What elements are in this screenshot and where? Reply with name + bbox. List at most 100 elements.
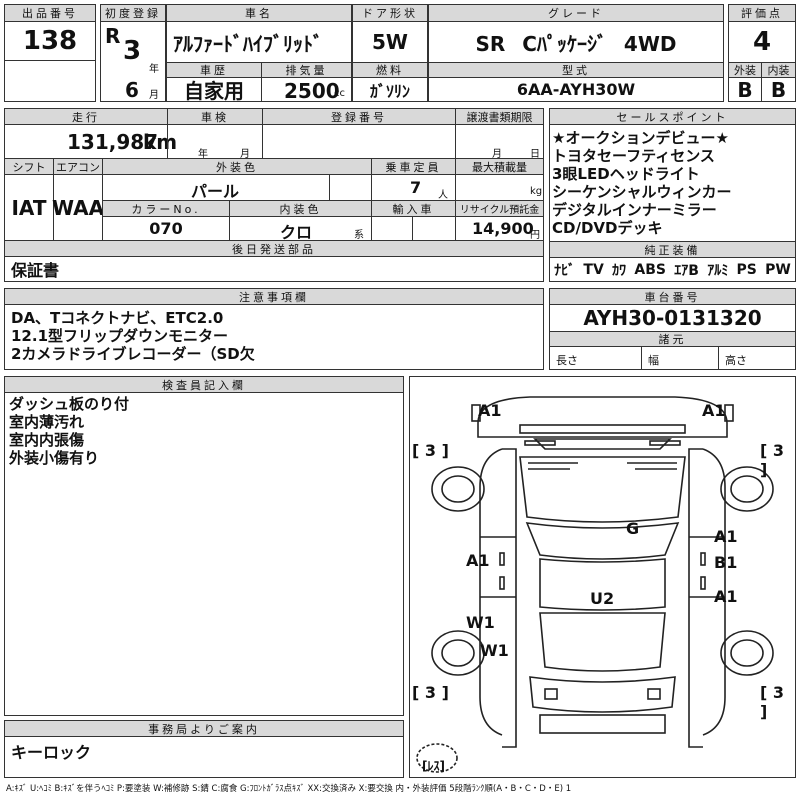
capacity-label: 乗車定員 bbox=[371, 158, 456, 175]
inspection-cell: 年 月 bbox=[167, 124, 263, 160]
sales-line: 3眼LEDヘッドライト bbox=[552, 165, 700, 183]
car-name: ｱﾙﾌｧｰﾄﾞﾊｲﾌﾞﾘｯﾄﾞ bbox=[166, 21, 352, 63]
first-registration-cell: R 3 年 6 月 bbox=[100, 21, 166, 102]
equip-alloy: ｱﾙﾐ bbox=[707, 262, 729, 279]
inspection-year-unit: 年 bbox=[198, 149, 208, 160]
damage-mark: [ 3 ] bbox=[760, 441, 785, 479]
shift: IAT bbox=[4, 174, 54, 241]
lot-number-blank bbox=[4, 60, 96, 102]
standard-equipment-row: ﾅﾋﾞ TV ｶﾜ ABS ｴｱB ｱﾙﾐ PS PW bbox=[549, 257, 796, 282]
history: 自家用 bbox=[166, 77, 262, 103]
lot-number-label: 出品番号 bbox=[4, 4, 96, 22]
height-label: 高さ bbox=[725, 354, 747, 367]
displacement-cell: 2500 cc bbox=[261, 77, 352, 103]
transfer-deadline-label: 譲渡書類期限 bbox=[455, 108, 544, 125]
aircon: WAA bbox=[52, 174, 104, 241]
registration-number bbox=[262, 124, 456, 159]
specs-label: 諸元 bbox=[549, 331, 796, 347]
registration-number-label: 登録番号 bbox=[262, 108, 456, 125]
office-notice: キーロック bbox=[4, 736, 404, 778]
spec-width: 幅 bbox=[641, 346, 719, 370]
notes-line: 12.1型フリップダウンモニター bbox=[11, 327, 229, 345]
notes-line: 2カメラドライブレコーダー（SD欠 bbox=[11, 345, 255, 363]
car-outline bbox=[416, 396, 774, 773]
legend: A:ｷｽﾞ U:ﾍｺﾐ B:ｷｽﾞを伴うﾍｺﾐ P:要塗装 W:補修跡 S:錆 … bbox=[6, 784, 572, 794]
recycle-fee: 14,900 bbox=[472, 219, 534, 238]
equip-abs: ABS bbox=[634, 261, 666, 278]
damage-mark: A1 bbox=[714, 527, 738, 546]
interior-color-label: 内装色 bbox=[229, 200, 372, 217]
chassis-number: AYH30-0131320 bbox=[549, 304, 796, 332]
displacement-label: 排気量 bbox=[261, 62, 352, 78]
fuel: ｶﾞｿﾘﾝ bbox=[352, 77, 428, 102]
inspection-label: 車検 bbox=[167, 108, 263, 125]
damage-mark: U2 bbox=[590, 589, 615, 608]
interior-color: クロ bbox=[280, 223, 313, 242]
model: 6AA-AYH30W bbox=[428, 77, 724, 102]
notes-box: DA、Tコネクトナビ、ETC2.0 12.1型フリップダウンモニター 2カメラド… bbox=[4, 304, 544, 370]
recycle-label: リサイクル預託金 bbox=[455, 200, 544, 217]
width-label: 幅 bbox=[648, 354, 659, 367]
max-load-cell: kg bbox=[455, 174, 544, 201]
length-label: 長さ bbox=[556, 354, 578, 367]
damage-mark: A1 bbox=[702, 401, 726, 420]
equip-ps: PS bbox=[736, 261, 757, 278]
equip-airbag: ｴｱB bbox=[674, 262, 699, 279]
inspector-line: 室内内張傷 bbox=[9, 431, 85, 449]
capacity: 7 bbox=[410, 178, 422, 197]
notes-label: 注意事項欄 bbox=[4, 288, 544, 305]
year: 3 bbox=[123, 36, 142, 66]
shift-label: シフト bbox=[4, 158, 54, 175]
transfer-month-unit: 月 bbox=[492, 149, 502, 160]
recycle-unit: 円 bbox=[530, 230, 540, 241]
month: 6 bbox=[125, 78, 139, 102]
transfer-day-unit: 日 bbox=[530, 149, 540, 160]
spare-tire-mark: [ﾚｽ] bbox=[422, 759, 445, 773]
damage-mark: [ 3 ] bbox=[412, 441, 449, 460]
era: R bbox=[105, 24, 121, 48]
damage-mark: [ 3 ] bbox=[412, 683, 449, 702]
equip-navi: ﾅﾋﾞ bbox=[554, 262, 576, 279]
later-parts: 保証書 bbox=[4, 256, 544, 282]
inspector-line: ダッシュ板のり付 bbox=[9, 395, 130, 413]
cc-unit: cc bbox=[334, 88, 345, 99]
interior-color-unit: 系 bbox=[354, 230, 364, 241]
mileage-label: 走行 bbox=[4, 108, 168, 125]
color-divider bbox=[329, 175, 330, 200]
recycle-cell: 14,900 円 bbox=[455, 216, 544, 241]
displacement: 2500 bbox=[284, 79, 340, 103]
equip-leather: ｶﾜ bbox=[612, 262, 627, 279]
inspection-month-unit: 月 bbox=[240, 149, 250, 160]
sales-points-label: セールスポイント bbox=[549, 108, 796, 125]
chassis-number-label: 車台番号 bbox=[549, 288, 796, 305]
lot-number: 138 bbox=[4, 21, 96, 61]
sales-points-box: ★オークションデビュー★ トヨタセーフティセンス 3眼LEDヘッドライト シーケ… bbox=[549, 124, 796, 242]
fuel-label: 燃料 bbox=[352, 62, 428, 78]
color-number: 070 bbox=[102, 216, 230, 241]
equip-pw: PW bbox=[765, 261, 791, 278]
damage-mark: G bbox=[626, 519, 640, 538]
car-name-label: 車名 bbox=[166, 4, 352, 22]
year-unit: 年 bbox=[149, 64, 159, 75]
import-divider bbox=[412, 217, 413, 240]
sales-line: デジタルインナーミラー bbox=[552, 201, 717, 219]
spec-height: 高さ bbox=[718, 346, 796, 370]
equip-tv: TV bbox=[583, 261, 604, 278]
sales-line: シーケンシャルウィンカー bbox=[552, 183, 732, 201]
km-unit: km bbox=[143, 130, 178, 154]
door-label: ドア形状 bbox=[352, 4, 428, 22]
import-label: 輸入車 bbox=[371, 200, 456, 217]
model-label: 型式 bbox=[428, 62, 724, 78]
interior-label: 内装 bbox=[761, 62, 796, 78]
standard-equipment-label: 純正装備 bbox=[549, 241, 796, 258]
aircon-label: エアコン bbox=[53, 158, 103, 175]
exterior-color: パール bbox=[191, 182, 240, 201]
import-cell bbox=[371, 216, 456, 241]
inspector-notes-box: ダッシュ板のり付 室内薄汚れ 室内内張傷 外装小傷有り bbox=[4, 392, 404, 716]
damage-mark: W1 bbox=[480, 641, 509, 660]
interior-color-cell: クロ 系 bbox=[229, 216, 372, 242]
score-label: 評価点 bbox=[728, 4, 796, 22]
damage-mark: B1 bbox=[714, 553, 738, 572]
max-load-label: 最大積載量 bbox=[455, 158, 544, 175]
inspector-notes-label: 検査員記入欄 bbox=[4, 376, 404, 393]
